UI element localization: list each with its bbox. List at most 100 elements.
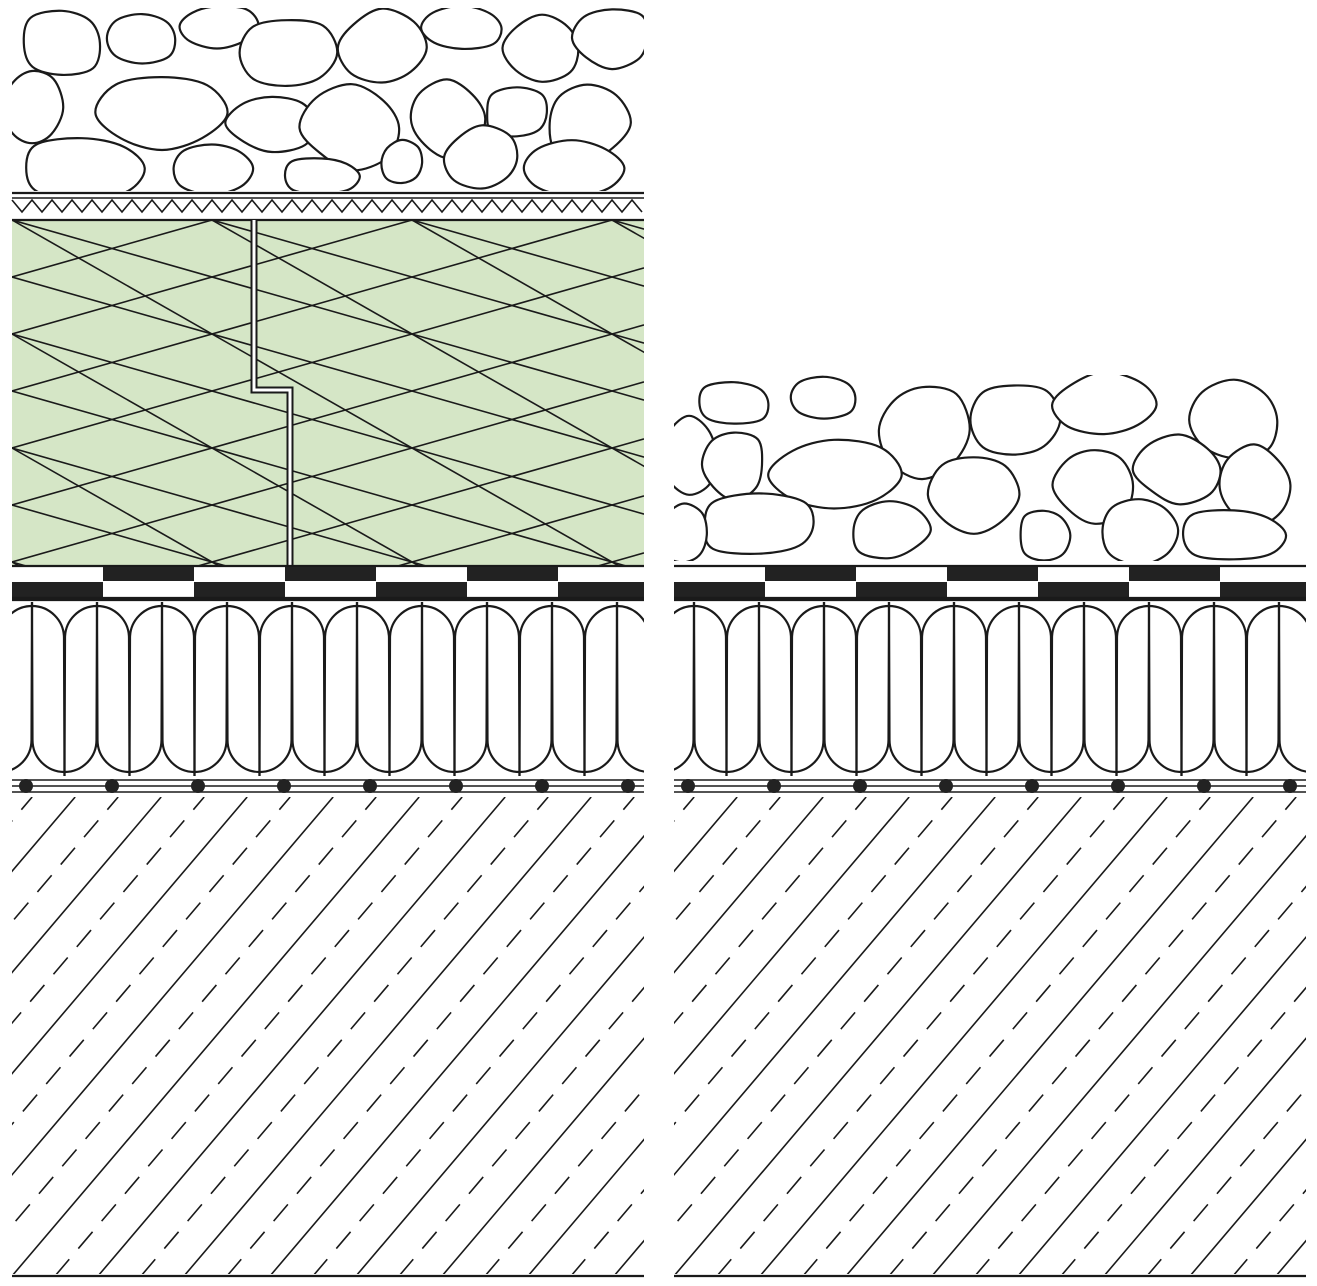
hatch-line [195, 438, 644, 566]
membrane-block [194, 582, 285, 598]
concrete-hatch-solid [1044, 797, 1317, 1276]
concrete-hatch-solid [12, 797, 248, 1075]
xps-insulation-layer [12, 220, 644, 1141]
concrete-hatch-dashed [975, 885, 1306, 1274]
vapour-dot [363, 779, 377, 793]
gravel-stone [1051, 375, 1158, 436]
wool-loop [1147, 601, 1216, 774]
concrete-hatch-solid [528, 1138, 644, 1274]
hatch-line [12, 667, 644, 847]
drainage-zigzag [11, 198, 643, 214]
gravel-stone [767, 438, 903, 510]
wool-loop [583, 604, 644, 777]
vapour-dot [1283, 779, 1297, 793]
hatch-line [12, 790, 644, 970]
concrete-hatch-dashed [0, 797, 350, 1276]
concrete-hatch-dashed [915, 797, 1317, 1276]
hatch-line [12, 324, 644, 506]
concrete-hatch-dashed [0, 797, 264, 1276]
hatch-line [12, 504, 229, 566]
concrete-hatch-dashed [674, 797, 695, 822]
mineral-wool-layer [12, 601, 747, 777]
hatch-line [395, 495, 644, 566]
concrete-hatch-dashed [1173, 797, 1317, 1276]
concrete-hatch-dashed [201, 797, 608, 1276]
wool-loop [1212, 601, 1281, 774]
wool-loop [920, 604, 988, 777]
vapour-dot [105, 779, 119, 793]
gravel-stone [852, 500, 932, 560]
concrete-hatch-dashed [29, 797, 436, 1276]
gravel-stone [22, 9, 102, 77]
vapour-barrier-layer [674, 779, 1306, 793]
concrete-hatch-solid [0, 797, 393, 1276]
hatch-line [12, 733, 644, 913]
membrane-block [856, 582, 947, 598]
gravel-stone [1019, 509, 1072, 561]
gravel-stone [224, 95, 318, 154]
gravel-stone [522, 139, 626, 191]
hatch-line [12, 961, 644, 1141]
wool-loop [674, 604, 728, 777]
concrete-hatch-dashed [485, 1087, 644, 1274]
hatch-line [12, 390, 629, 566]
gravel-stone [12, 69, 65, 145]
membrane-block [1220, 582, 1306, 598]
wool-loop [323, 604, 391, 777]
wool-loop [790, 604, 858, 777]
wool-loop [650, 606, 715, 776]
vapour-dot [767, 779, 781, 793]
concrete-hatch-solid [674, 797, 1082, 1274]
concrete-hatch-solid [98, 797, 506, 1274]
wool-loop [757, 601, 826, 774]
concrete-hatch-dashed [1147, 1087, 1306, 1274]
concrete-hatch-dashed [1001, 797, 1317, 1276]
gravel-stone [789, 375, 857, 420]
wool-loop [485, 601, 554, 774]
wool-loop [692, 601, 761, 774]
wool-loop [63, 604, 131, 777]
concrete-hatch-solid [1190, 1138, 1306, 1274]
concrete-hatch-solid [270, 834, 644, 1274]
concrete-hatch-dashed [12, 797, 205, 1025]
gravel-stone [570, 8, 644, 71]
concrete-hatch-solid [12, 797, 162, 974]
gravel-stone [178, 8, 260, 50]
wool-loop [453, 604, 521, 777]
hatch-line [12, 276, 644, 458]
gravel-stone [674, 502, 708, 561]
gravel-stone [698, 381, 770, 425]
concrete-hatch-dashed [12, 797, 119, 924]
concrete-hatch-solid [760, 797, 1168, 1274]
joint-gap [252, 220, 292, 566]
wool-loop [95, 601, 164, 774]
membrane-block [1038, 582, 1129, 598]
concrete-hatch-solid [958, 797, 1317, 1276]
wool-loop [1017, 601, 1086, 774]
gravel-stone [486, 86, 548, 138]
wool-loop [12, 601, 34, 771]
concrete-slab-layer [0, 797, 1306, 1276]
vapour-dot [621, 779, 635, 793]
gravel-ballast-layer [12, 8, 644, 191]
concrete-hatch-solid [846, 797, 1254, 1274]
wool-loop [355, 601, 424, 774]
wool-loop [258, 604, 326, 777]
membrane-block [765, 567, 856, 581]
wool-loop [682, 602, 747, 772]
gravel-stone [1181, 509, 1288, 561]
gravel-stone [105, 12, 177, 65]
wool-loop [985, 604, 1053, 777]
wool-loop [1082, 601, 1151, 774]
wool-loop [550, 601, 619, 774]
wool-loop [725, 604, 793, 777]
concrete-hatch-dashed [657, 797, 1064, 1276]
gravel-stone [1218, 443, 1292, 529]
hatch-line [12, 447, 220, 566]
gravel-stone [380, 138, 424, 185]
concrete-hatch-solid [1104, 1037, 1306, 1274]
concrete-hatch-solid [184, 797, 592, 1274]
concrete-hatch-dashed [12, 797, 377, 1227]
